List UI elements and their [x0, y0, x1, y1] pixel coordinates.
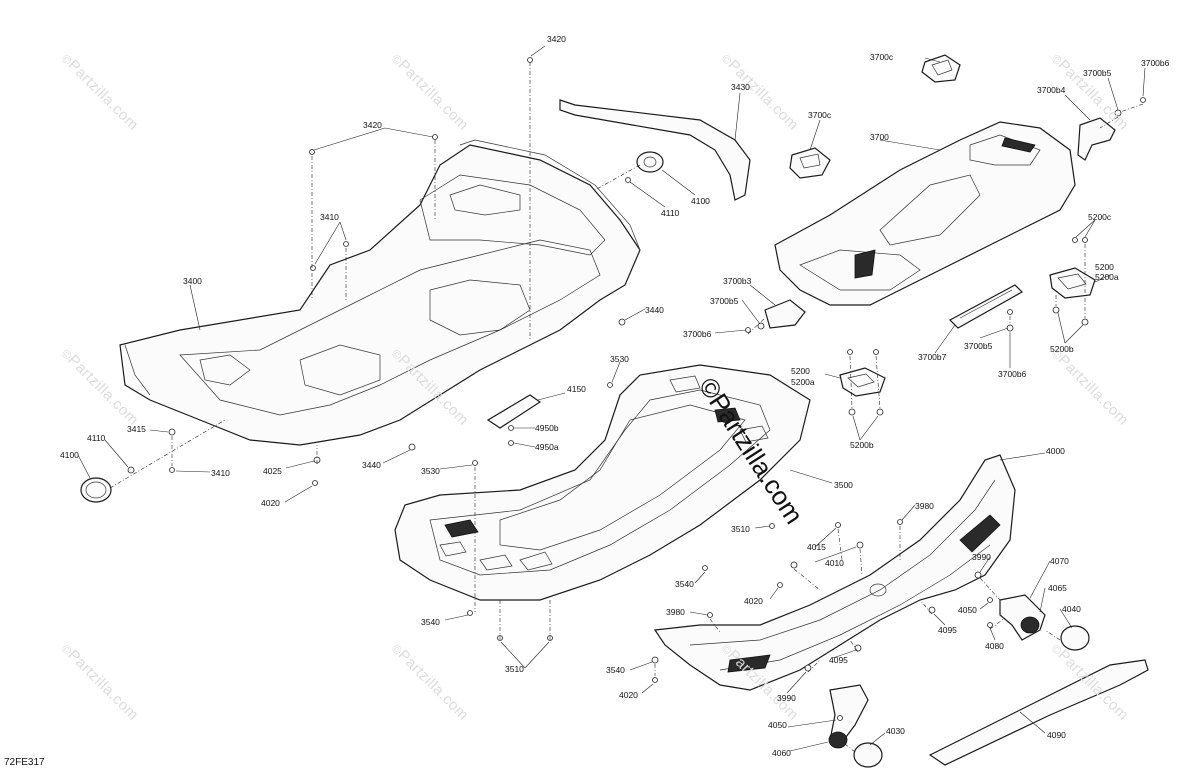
part-4060-light-bracket — [829, 684, 869, 746]
callout-label: 3510 — [505, 664, 524, 674]
callout-label: 3700c — [870, 52, 894, 62]
callout-label: 3530 — [421, 466, 440, 476]
callout-label: 4010 — [825, 558, 844, 568]
callout-label: 4950a — [535, 442, 559, 452]
callout-label: 3700 — [870, 132, 889, 142]
part-4100-cap-top — [636, 151, 664, 173]
callout-label: 3540 — [675, 579, 694, 589]
part-3700c-latch-top — [921, 54, 961, 83]
callout-label: 4095 — [938, 625, 957, 635]
part-3500-cargo-tray — [394, 364, 811, 601]
callout-label: 3440 — [362, 460, 381, 470]
part-4065-lens — [1020, 616, 1040, 634]
callout-label: 4040 — [1062, 604, 1081, 614]
callout-label: 3400 — [183, 276, 202, 286]
part-4060-lens — [828, 731, 848, 749]
callout-label: 5200 — [791, 366, 810, 376]
callout-label: 4065 — [1048, 583, 1067, 593]
part-3700b7-strap — [949, 284, 1023, 329]
callout-label: 3540 — [421, 617, 440, 627]
callout-label: 3700b6 — [683, 329, 712, 339]
callout-label: 5200b — [1050, 344, 1074, 354]
callout-label: 3510 — [731, 524, 750, 534]
callout-label: 5200b — [850, 440, 874, 450]
callout-label: 4020 — [619, 690, 638, 700]
callout-label: 3700b3 — [723, 276, 752, 286]
part-3700-storage-lid — [774, 121, 1076, 306]
callout-label: 3540 — [606, 665, 625, 675]
callout-label: 3415 — [127, 424, 146, 434]
callout-label: 4110 — [661, 208, 680, 218]
callout-label: 4015 — [807, 542, 826, 552]
part-4090-trim-strip — [928, 659, 1149, 766]
part-4100-cap-left — [80, 477, 112, 503]
callout-label: 3990 — [972, 552, 991, 562]
part-3430-bracket — [559, 99, 751, 201]
callout-label: 3420 — [547, 34, 566, 44]
callout-label: 3700b5 — [1083, 68, 1112, 78]
callout-label: 4090 — [1047, 730, 1066, 740]
alignment-lines — [109, 62, 1144, 753]
callout-label: 3980 — [666, 607, 685, 617]
callout-label: 4095 — [829, 655, 848, 665]
callout-label: 4150 — [567, 384, 586, 394]
callout-label: 5200 — [1095, 262, 1114, 272]
callout-label: 3500 — [834, 480, 853, 490]
callout-label: 3700c — [808, 110, 832, 120]
part-3700c-latch-mid — [789, 147, 831, 179]
callout-label: 4050 — [958, 605, 977, 615]
callout-label: 3410 — [320, 212, 339, 222]
callout-label: 3700b4 — [1037, 85, 1066, 95]
part-5200-latch-mid — [839, 367, 886, 397]
callout-label: 4100 — [691, 196, 710, 206]
callout-label: 4030 — [886, 726, 905, 736]
diagram-code: 72FE317 — [4, 757, 45, 768]
callout-label: 3700b7 — [918, 352, 947, 362]
part-4150-bracket — [486, 394, 542, 429]
callout-label: 4020 — [744, 596, 763, 606]
callout-label: 4050 — [768, 720, 787, 730]
part-4000-rear-bumper — [653, 454, 1016, 691]
callout-label: 3420 — [363, 120, 382, 130]
part-5200-latch-top — [1049, 267, 1096, 299]
callout-label: 5200a — [1095, 272, 1119, 282]
callout-label: 3430 — [731, 82, 750, 92]
callout-label: 3990 — [777, 693, 796, 703]
part-3700b3-bracket — [764, 299, 806, 329]
callout-label: 3440 — [645, 305, 664, 315]
callout-label: 4080 — [985, 641, 1004, 651]
callout-label: 3410 — [211, 468, 230, 478]
callout-label: 4110 — [87, 433, 106, 443]
callout-label: 3700b6 — [1141, 58, 1170, 68]
callout-label: 4070 — [1050, 556, 1069, 566]
callout-label: 3700b6 — [998, 369, 1027, 379]
callout-label: 5200c — [1088, 212, 1112, 222]
part-3700b4-hinge — [1077, 117, 1116, 161]
callout-label: 5200a — [791, 377, 815, 387]
callout-label: 4060 — [772, 748, 791, 758]
callout-label: 3700b5 — [964, 341, 993, 351]
callout-label: 3530 — [610, 354, 629, 364]
part-3400-lower-pan — [119, 139, 641, 446]
hardware-fasteners — [127, 57, 1146, 721]
part-4065-light-bracket — [999, 594, 1046, 641]
leader-lines — [77, 45, 1146, 752]
part-4030-reflector — [853, 742, 883, 768]
callout-label: 4950b — [535, 423, 559, 433]
callout-label: 4025 — [263, 466, 282, 476]
callout-label: 4020 — [261, 498, 280, 508]
callout-label: 4100 — [60, 450, 79, 460]
part-4040-reflector — [1060, 625, 1090, 651]
callout-label: 3980 — [915, 501, 934, 511]
callout-label: 4000 — [1046, 446, 1065, 456]
callout-label: 3700b5 — [710, 296, 739, 306]
